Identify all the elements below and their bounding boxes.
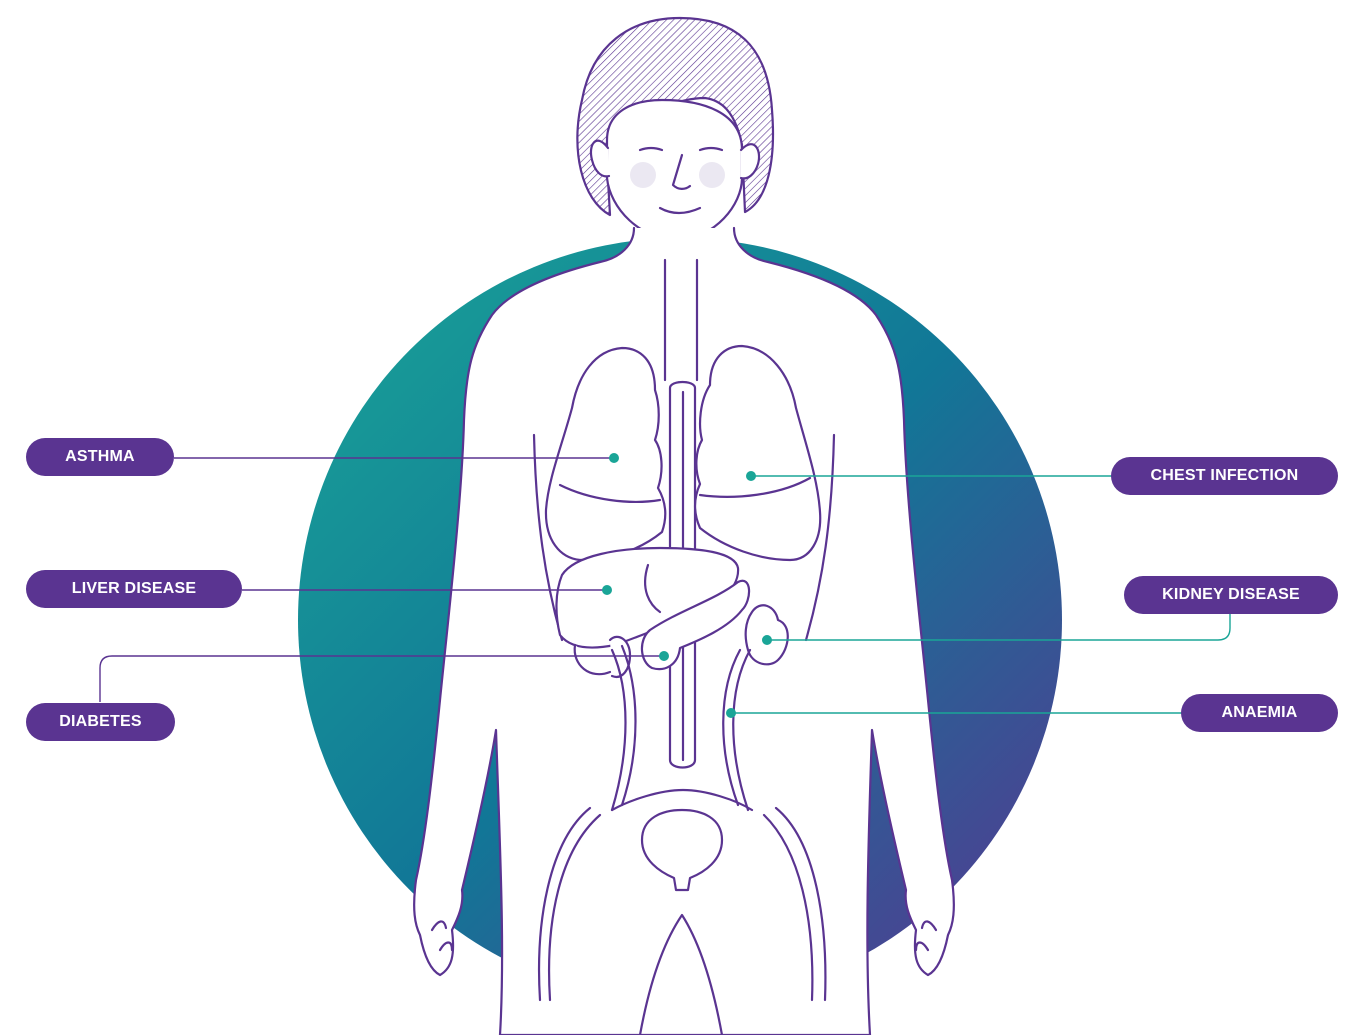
marker-chest-infection (746, 471, 756, 481)
cheek-right (699, 162, 725, 188)
marker-asthma (609, 453, 619, 463)
label-chest-infection: CHEST INFECTION (1111, 457, 1338, 495)
label-liver-disease: LIVER DISEASE (26, 570, 242, 608)
label-anaemia: ANAEMIA (1181, 694, 1338, 732)
marker-anaemia (726, 708, 736, 718)
label-kidney-disease: KIDNEY DISEASE (1124, 576, 1338, 614)
marker-diabetes (659, 651, 669, 661)
marker-liver (602, 585, 612, 595)
label-diabetes: DIABETES (26, 703, 175, 741)
cheek-left (630, 162, 656, 188)
label-asthma: ASTHMA (26, 438, 174, 476)
marker-kidney (762, 635, 772, 645)
